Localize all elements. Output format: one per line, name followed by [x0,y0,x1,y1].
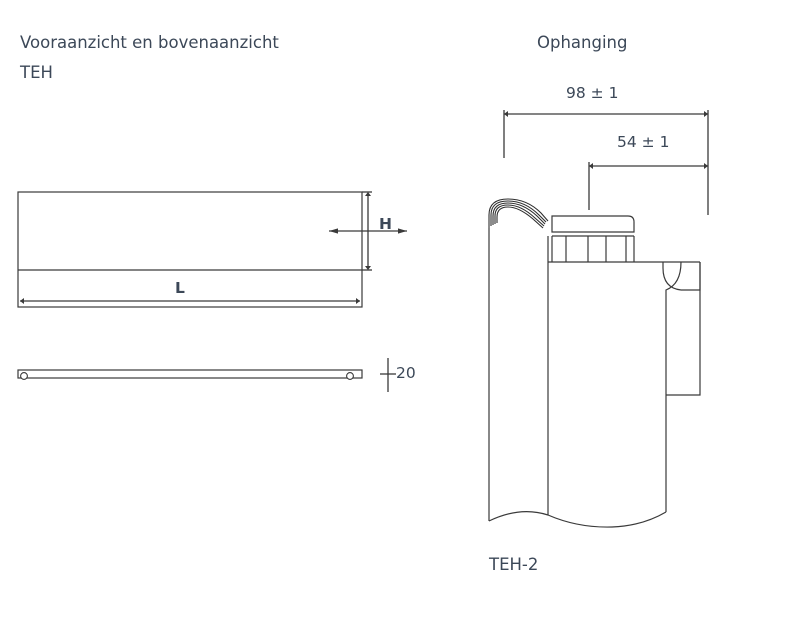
dimension-inner-width [588,162,708,210]
top-view-bar [17,369,363,380]
tile-rolled-arch [488,198,549,229]
mounting-hole-right [346,372,354,380]
dimension-label-thickness: 20 [396,364,416,382]
tile-profile-body [488,198,701,528]
dimension-overall-width [503,110,709,215]
dimension-label-length: L [175,279,185,297]
dimension-label-inner-width: 54 ± 1 [617,133,670,151]
mounting-hole-left [20,372,28,380]
dimension-label-overall-width: 98 ± 1 [566,84,619,102]
dimension-length [20,298,360,304]
front-view-body [17,191,363,308]
hanging-clip [548,215,700,263]
tile-profile-caption: TEH-2 [489,555,539,574]
left-view-title-line2: TEH [20,63,53,82]
left-view-title-line1: Vooraanzicht en bovenaanzicht [20,33,279,52]
dimension-height [329,191,407,271]
tile-right-tab [666,262,701,396]
dimension-thickness [380,358,396,392]
right-view-title: Ophanging [537,33,628,52]
